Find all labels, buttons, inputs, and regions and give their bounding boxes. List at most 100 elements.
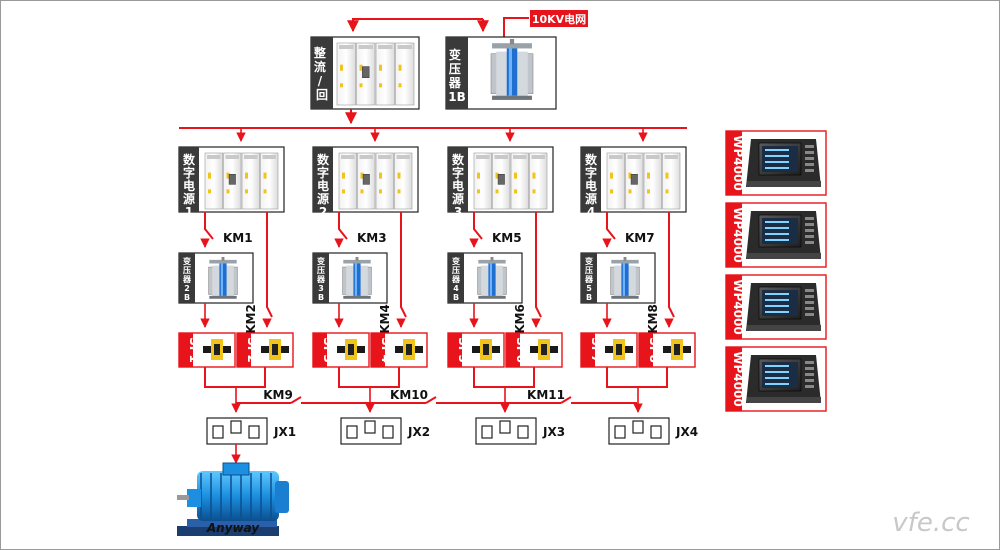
- svg-text:源: 源: [585, 191, 597, 206]
- svg-text:变: 变: [452, 256, 460, 266]
- contactor-km9-label: KM9: [263, 388, 293, 402]
- watermark: vfe.cc: [892, 508, 969, 538]
- sensor-sp4: SP4: [370, 332, 428, 368]
- analyzer-label: WP4000: [731, 279, 745, 334]
- junction-jx3: JX3: [475, 417, 565, 445]
- analyzer-3: WP4000: [725, 274, 827, 340]
- contactor-label-side: KM4: [378, 304, 392, 334]
- power-source-cabinets: [606, 152, 681, 210]
- svg-text:数: 数: [585, 152, 598, 167]
- svg-text:数: 数: [317, 152, 330, 167]
- transformer-1b-label: 变 压 器 1B: [448, 47, 466, 104]
- junction-label: JX2: [407, 425, 430, 439]
- svg-text:压: 压: [452, 266, 460, 275]
- motor: Anyway: [177, 444, 289, 536]
- sensor-label: SP8: [647, 337, 661, 363]
- power-source-cabinets: [473, 152, 548, 210]
- contactor-label-side: KM2: [244, 304, 258, 334]
- contactor-km7: KM7: [602, 212, 655, 248]
- sensor-label: SP1: [187, 337, 201, 363]
- sensor-sp2: SP2: [236, 332, 294, 368]
- junction-label: JX3: [542, 425, 565, 439]
- contactor-label-upper: KM5: [492, 231, 522, 245]
- svg-text:源: 源: [452, 191, 464, 206]
- sensor-sp7: SP7: [580, 332, 638, 368]
- junction-label: JX4: [675, 425, 698, 439]
- analyzer-2: WP4000: [725, 202, 827, 268]
- contactor-label-upper: KM7: [625, 231, 655, 245]
- svg-text:字: 字: [585, 165, 597, 180]
- svg-text:字: 字: [183, 165, 195, 180]
- analyzer-1: WP4000: [725, 130, 827, 196]
- sensor-label: SP4: [379, 337, 393, 363]
- svg-text:4: 4: [453, 284, 459, 293]
- analyzer-4: WP4000: [725, 346, 827, 412]
- contactor-km8: KM8: [646, 212, 675, 334]
- svg-text:变: 变: [585, 256, 593, 266]
- svg-text:5: 5: [586, 284, 592, 293]
- svg-text:压: 压: [183, 266, 191, 275]
- analyzer-label: WP4000: [731, 351, 745, 406]
- svg-text:源: 源: [317, 191, 329, 206]
- contactor-km11-label: KM11: [527, 388, 565, 402]
- sensor-label: SP6: [514, 337, 528, 363]
- sensor-label: SP7: [589, 337, 603, 363]
- sensor-label: SP5: [456, 337, 470, 363]
- contactor-label-upper: KM3: [357, 231, 387, 245]
- junction-label: JX1: [273, 425, 296, 439]
- svg-text:3: 3: [454, 205, 462, 219]
- svg-text:字: 字: [452, 165, 464, 180]
- svg-text:压: 压: [585, 266, 593, 275]
- svg-text:1: 1: [185, 205, 193, 219]
- contactor-km4: KM4: [378, 212, 407, 334]
- contactor-km5: KM5: [469, 212, 522, 248]
- svg-text:变: 变: [183, 256, 191, 266]
- sensor-sp6: SP6: [505, 332, 563, 368]
- junction-jx4: JX4: [608, 417, 698, 445]
- svg-text:器: 器: [182, 275, 192, 284]
- sensor-sp5: SP5: [447, 332, 505, 368]
- contactor-km6: KM6: [513, 212, 542, 334]
- svg-text:3: 3: [318, 284, 324, 293]
- transformer-1b: 变 压 器 1B: [445, 36, 557, 110]
- svg-text:2: 2: [184, 284, 190, 293]
- svg-text:B: B: [318, 293, 324, 302]
- svg-text:源: 源: [183, 191, 195, 206]
- rectifier-label: 整 流 / 回: [313, 45, 330, 102]
- grid-label-box: [530, 10, 588, 27]
- junction-jx1: JX1: [206, 417, 296, 445]
- analyzer-label: WP4000: [731, 135, 745, 190]
- sensor-sp8: SP8: [638, 332, 696, 368]
- svg-text:数: 数: [183, 152, 196, 167]
- contactor-label-side: KM8: [646, 304, 660, 334]
- svg-text:数: 数: [452, 152, 465, 167]
- contactor-km3: KM3: [334, 212, 387, 248]
- power-source-cabinets: [338, 152, 413, 210]
- rectifier-cabinet: 整 流 / 回: [310, 36, 420, 110]
- svg-text:2: 2: [319, 205, 327, 219]
- junction-jx2: JX2: [340, 417, 430, 445]
- svg-text:器: 器: [316, 275, 326, 284]
- svg-text:电: 电: [452, 178, 464, 193]
- contactor-km1: KM1: [200, 212, 253, 248]
- svg-text:压: 压: [317, 266, 325, 275]
- motor-brand: Anyway: [206, 521, 260, 535]
- svg-text:变: 变: [317, 256, 325, 266]
- sensor-label: SP3: [321, 337, 335, 363]
- sensor-sp3: SP3: [312, 332, 370, 368]
- svg-text:字: 字: [317, 165, 329, 180]
- grid-feed: 10KV电网: [347, 10, 588, 38]
